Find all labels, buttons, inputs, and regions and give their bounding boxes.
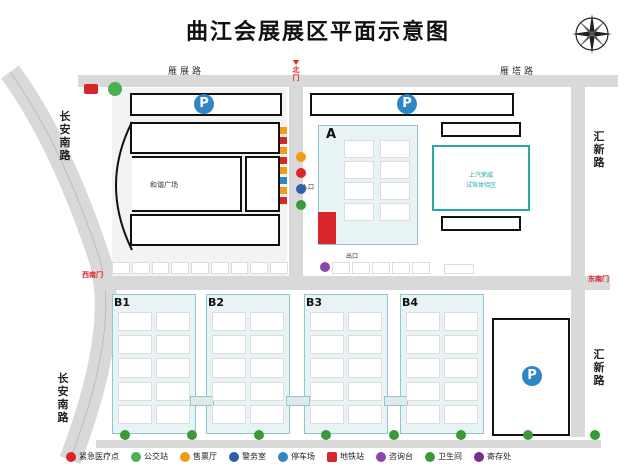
- parking-icon: [278, 451, 288, 462]
- road-label-changan-upper: 长安南路: [59, 110, 71, 162]
- east-gate-label: 东南门: [588, 275, 609, 283]
- parking-icon: P: [397, 94, 417, 114]
- block-middle: [245, 156, 280, 212]
- booth-row-east: [320, 262, 430, 274]
- connector-b1-b2: [190, 396, 214, 406]
- legend-item-bus: 公交站: [131, 451, 168, 462]
- restroom-icon: [425, 451, 435, 462]
- service-icons-a: [296, 152, 312, 252]
- road-label-changan-lower: 长安南路: [57, 372, 69, 424]
- entrance-label: 入口: [302, 184, 315, 191]
- storage-icon: [474, 451, 484, 462]
- block-south: [130, 214, 280, 246]
- hall-b1-label: B1: [114, 296, 131, 309]
- legend-item-info: 咨询台: [376, 451, 413, 462]
- connector-b3-b4: [384, 396, 408, 406]
- arrow-down-icon: [293, 60, 299, 65]
- page-title: 曲江会展展区平面示意图: [185, 20, 450, 45]
- hall-a-label: A: [326, 127, 337, 142]
- road-label-huixin-upper: 汇新路: [593, 130, 605, 169]
- metro-icon: [327, 451, 337, 462]
- saic-test-drive-zone: [432, 145, 530, 211]
- hall-b3-label: B3: [306, 296, 323, 309]
- hall-a-booths-right: [380, 140, 410, 226]
- saic-zone-label-1: 上汽荣威: [468, 172, 493, 179]
- bus-icon: [108, 82, 122, 96]
- parking-icon: P: [522, 366, 542, 386]
- restroom-row: [120, 430, 600, 440]
- bus-icon: [131, 451, 141, 462]
- legend: 紧急医疗点 公交站 售票厅 警务室 停车场 地铁站 咨询台 卫生间 寄存处: [66, 451, 626, 462]
- road-label-huixin-lower: 汇新路: [593, 348, 605, 387]
- building-ur-1: [441, 122, 521, 137]
- hall-b2-booths: [212, 312, 284, 424]
- legend-item-first-aid: 紧急医疗点: [66, 451, 119, 462]
- info-icon: [376, 451, 386, 462]
- hall-b4-booths: [406, 312, 478, 424]
- hall-a-booths-left: [344, 140, 374, 226]
- ticket-icon: [180, 451, 190, 462]
- service-icon-column: [280, 124, 288, 254]
- road-label-yanzhan: 雁展路: [168, 67, 205, 77]
- parking-icon: P: [194, 94, 214, 114]
- police-icon: [229, 451, 239, 462]
- hall-b1-booths: [118, 312, 190, 424]
- legend-item-ticket: 售票厅: [180, 451, 217, 462]
- booth-single: [444, 264, 474, 274]
- legend-item-parking: 停车场: [278, 451, 315, 462]
- connector-b2-b3: [286, 396, 310, 406]
- legend-item-police: 警务室: [229, 451, 266, 462]
- compass-icon: [572, 14, 612, 54]
- legend-item-metro: 地铁站: [327, 451, 364, 462]
- building-ur-2: [441, 216, 521, 231]
- booth-row-west: [112, 262, 289, 274]
- road-label-yanta: 雁塔路: [500, 67, 537, 77]
- legend-item-restroom: 卫生间: [425, 451, 462, 462]
- north-gate-label: 北门: [292, 66, 300, 82]
- plaza-area: [132, 156, 242, 212]
- first-aid-icon: [66, 451, 76, 462]
- hall-b2-label: B2: [208, 296, 225, 309]
- west-gate-label: 西南门: [82, 271, 103, 279]
- plaza-label: 和谐广场: [150, 181, 178, 189]
- hall-b4-label: B4: [402, 296, 419, 309]
- metro-icon: [84, 84, 98, 94]
- red-booth: [318, 212, 336, 244]
- block-north: [130, 122, 280, 154]
- saic-zone-label-2: 试驾体验区: [465, 182, 496, 189]
- legend-item-storage: 寄存处: [474, 451, 511, 462]
- exit-label: 出口: [346, 253, 359, 260]
- hall-b3-booths: [310, 312, 382, 424]
